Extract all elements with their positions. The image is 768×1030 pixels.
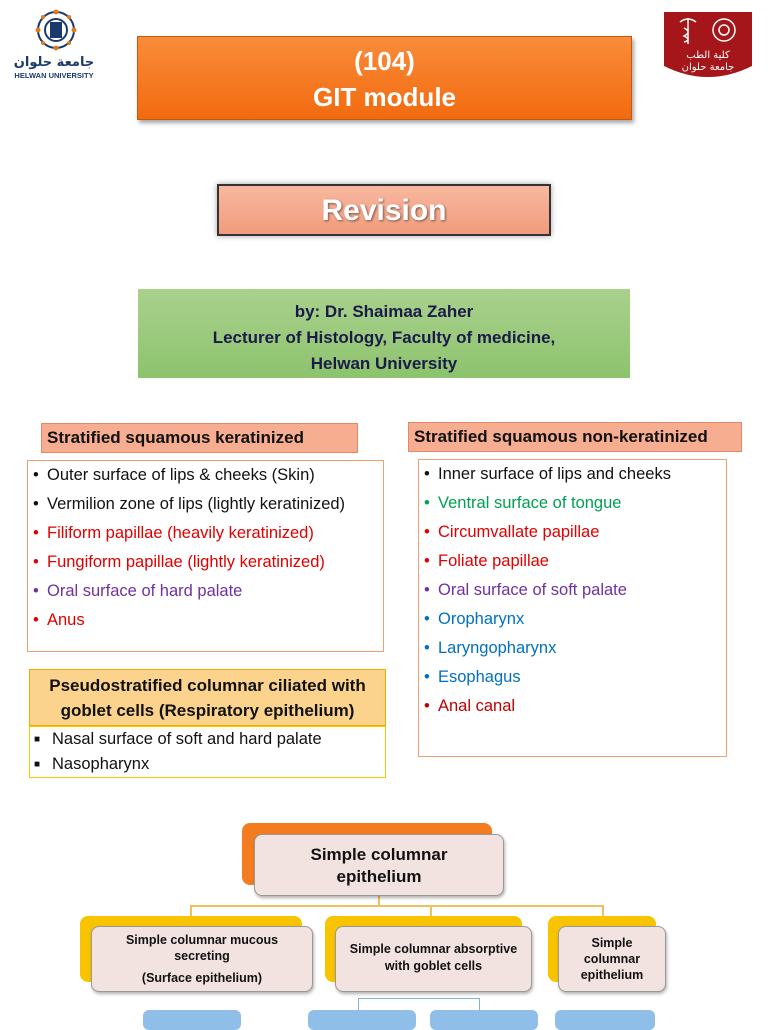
child-node-accent [308, 1010, 416, 1030]
list-item: Filiform papillae (heavily keratinized) [33, 519, 383, 548]
connector-line [602, 905, 604, 917]
pseudostratified-list-box: Nasal surface of soft and hard palate Na… [29, 726, 386, 778]
list-item: Circumvallate papillae [424, 518, 726, 547]
module-name: GIT module [313, 82, 456, 112]
pseudostratified-header: Pseudostratified columnar ciliated with … [29, 669, 386, 726]
list-item: Oral surface of soft palate [424, 576, 726, 605]
list-item: Nasopharynx [30, 752, 385, 777]
child-node-line: (Surface epithelium) [141, 971, 263, 985]
keratinized-list-box: Outer surface of lips & cheeks (Skin) Ve… [27, 460, 384, 652]
list-item: Fungiform papillae (lightly keratinized) [33, 548, 383, 577]
author-box: by: Dr. Shaimaa Zaher Lecturer of Histol… [138, 289, 630, 378]
list-item: Anal canal [424, 692, 726, 721]
list-item: Inner surface of lips and cheeks [424, 460, 726, 489]
connector-line [358, 998, 480, 999]
root-node-line1: Simple columnar [310, 845, 448, 864]
child-node-line: Simple columnar mucous [125, 933, 279, 947]
author-title: Lecturer of Histology, Faculty of medici… [212, 328, 556, 347]
connector-line [479, 998, 480, 1010]
list-item: Vermilion zone of lips (lightly keratini… [33, 490, 383, 519]
list-item: Oral surface of hard palate [33, 577, 383, 606]
list-item: Outer surface of lips & cheeks (Skin) [33, 461, 383, 490]
list-item: Foliate papillae [424, 547, 726, 576]
svg-text:كلية الطب: كلية الطب [686, 50, 730, 61]
course-code: (104) [354, 46, 415, 76]
list-item: Laryngopharynx [424, 634, 726, 663]
list-item: Nasal surface of soft and hard palate [30, 727, 385, 752]
child-node-line: epithelium [580, 968, 644, 982]
child-node-simple: Simple columnar epithelium [558, 926, 666, 992]
helwan-university-logo: جامعة حلوان HELWAN UNIVERSITY [8, 8, 108, 84]
faculty-of-medicine-logo: كلية الطب جامعة حلوان [662, 10, 754, 82]
pseudostratified-header-line1: Pseudostratified columnar ciliated with [49, 676, 366, 695]
svg-text:جامعة حلوان: جامعة حلوان [14, 55, 94, 70]
author-university: Helwan University [310, 354, 458, 373]
child-node-line: Simple [591, 936, 633, 950]
pseudostratified-header-line2: goblet cells (Respiratory epithelium) [60, 701, 355, 720]
module-title-banner: (104) GIT module [137, 36, 632, 120]
child-node-line: Simple columnar absorptive [349, 942, 518, 956]
pseudostratified-list: Nasal surface of soft and hard palate Na… [30, 727, 385, 777]
non-keratinized-list-box: Inner surface of lips and cheeks Ventral… [418, 459, 727, 757]
root-node-line2: epithelium [336, 867, 422, 886]
connector-line [430, 905, 432, 917]
list-item: Anus [33, 606, 383, 635]
keratinized-list: Outer surface of lips & cheeks (Skin) Ve… [33, 461, 383, 635]
revision-banner: Revision [217, 184, 551, 236]
keratinized-header: Stratified squamous keratinized [41, 423, 358, 453]
child-node-line: secreting [174, 949, 230, 963]
connector-line [378, 896, 380, 906]
non-keratinized-list: Inner surface of lips and cheeks Ventral… [424, 460, 726, 721]
list-item: Oropharynx [424, 605, 726, 634]
child-node-line: with goblet cells [384, 959, 483, 973]
list-item: Esophagus [424, 663, 726, 692]
child-node-line: columnar [583, 952, 641, 966]
svg-text:جامعة حلوان: جامعة حلوان [682, 62, 735, 73]
child-node-accent [555, 1010, 655, 1030]
connector-line [190, 905, 602, 907]
connector-line [358, 998, 359, 1010]
child-node-accent [143, 1010, 241, 1030]
child-node-mucous: Simple columnar mucous secreting (Surfac… [91, 926, 313, 992]
svg-text:HELWAN UNIVERSITY: HELWAN UNIVERSITY [14, 71, 93, 80]
child-node-accent [430, 1010, 538, 1030]
connector-line [190, 905, 192, 917]
child-node-absorptive: Simple columnar absorptive with goblet c… [335, 926, 532, 992]
author-name: by: Dr. Shaimaa Zaher [294, 302, 474, 321]
list-item: Ventral surface of tongue [424, 489, 726, 518]
root-node: Simple columnar epithelium [254, 834, 504, 896]
non-keratinized-header: Stratified squamous non-keratinized [408, 422, 742, 452]
